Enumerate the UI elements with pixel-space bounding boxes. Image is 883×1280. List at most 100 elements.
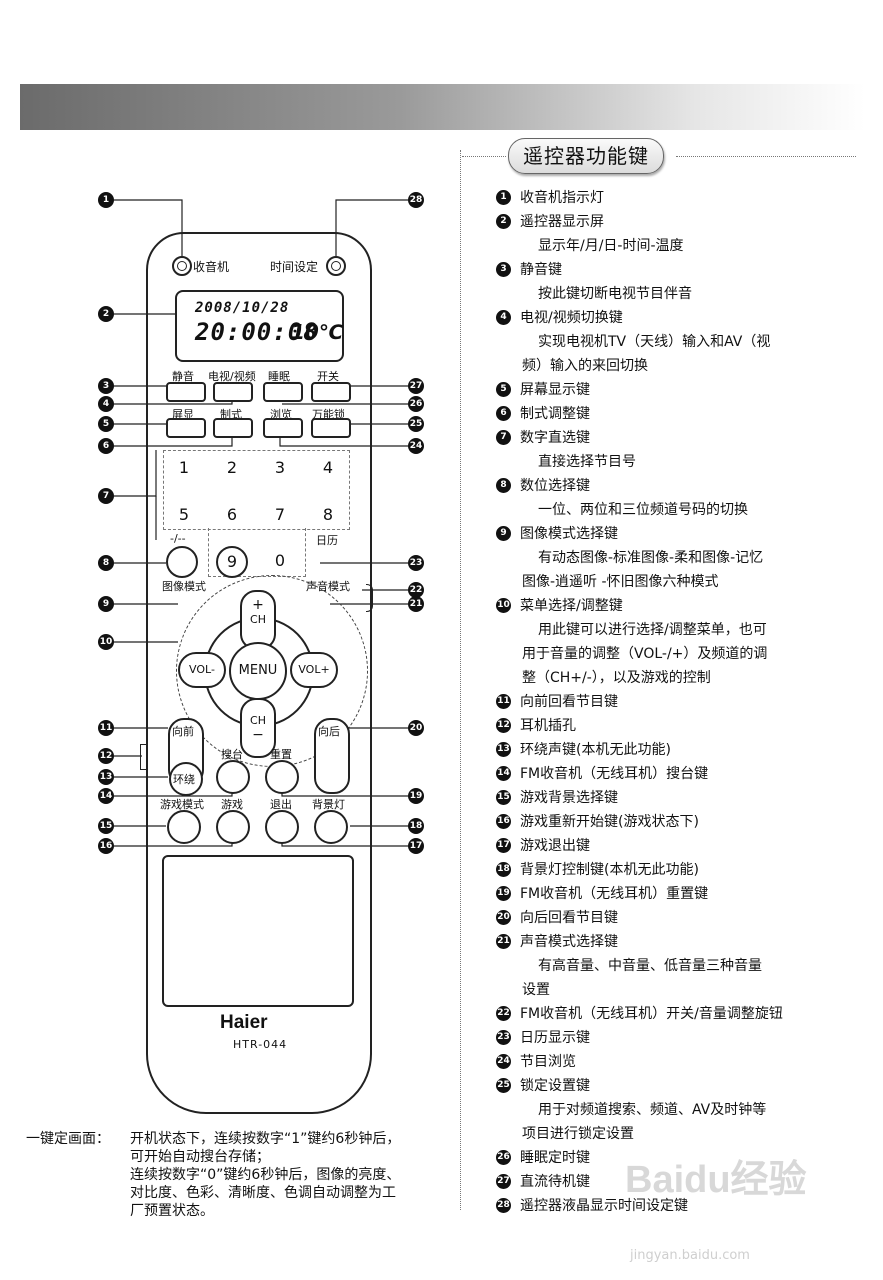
item-description: 图像-逍遥听 -怀旧图像六种模式	[522, 574, 719, 590]
power-label: 开关	[317, 370, 339, 383]
callout-8: 8	[98, 555, 114, 571]
mute-label: 静音	[172, 370, 194, 383]
callout-22: 22	[408, 582, 424, 598]
digit-1-button[interactable]: 1	[178, 458, 190, 477]
backlight-button[interactable]	[314, 810, 348, 844]
one-key-picture-note: 一键定画面： 开机状态下，连续按数字“1”键约6秒钟后， 可开始自动搜台存储； …	[26, 1130, 400, 1220]
item-description: 项目进行锁定设置	[522, 1126, 634, 1142]
watermark-logo: Baidu经验	[625, 1159, 807, 1201]
item-number-badge: 2	[496, 214, 511, 229]
digit-4-button[interactable]: 4	[322, 458, 334, 477]
search-button[interactable]	[216, 760, 250, 794]
system-button[interactable]	[213, 418, 253, 438]
digit-6-button[interactable]: 6	[226, 505, 238, 524]
item-number-badge: 1	[496, 190, 511, 205]
exit-button[interactable]	[265, 810, 299, 844]
callout-27: 27	[408, 378, 424, 394]
note-line-4: 对比度、色彩、清晰度、色调自动调整为工	[130, 1185, 396, 1201]
item-label: 游戏重新开始键(游戏状态下)	[520, 814, 699, 830]
note-line-2: 可开始自动搜台存储；	[130, 1149, 270, 1165]
item-number-badge: 24	[496, 1054, 511, 1069]
sleep-button[interactable]	[263, 382, 303, 402]
item-description: 用于对频道搜索、频道、AV及时钟等	[538, 1102, 767, 1118]
digit-3-button[interactable]: 3	[274, 458, 286, 477]
time-set-label: 时间设定	[270, 260, 319, 274]
item-description: 一位、两位和三位频道号码的切换	[538, 502, 748, 518]
backward-label: 向后	[318, 725, 340, 738]
callout-18: 18	[408, 818, 424, 834]
volume-knob[interactable]	[366, 584, 373, 612]
lcd-date: 2008/10/28	[195, 300, 290, 316]
callout-3: 3	[98, 378, 114, 394]
tv-av-button[interactable]	[213, 382, 253, 402]
digit-2-button[interactable]: 2	[226, 458, 238, 477]
digit-8-button[interactable]: 8	[322, 505, 334, 524]
item-label: 直流待机键	[520, 1174, 590, 1190]
time-set-button[interactable]	[326, 256, 346, 276]
game-mode-button[interactable]	[167, 810, 201, 844]
callout-5: 5	[98, 416, 114, 432]
reset-button[interactable]	[265, 760, 299, 794]
mute-button[interactable]	[166, 382, 206, 402]
browse-button[interactable]	[263, 418, 303, 438]
note-label: 一键定画面：	[26, 1131, 110, 1147]
power-button[interactable]	[311, 382, 351, 402]
backlight-label: 背景灯	[312, 798, 345, 811]
digit-5-button[interactable]: 5	[178, 505, 190, 524]
callout-24: 24	[408, 438, 424, 454]
callout-15: 15	[98, 818, 114, 834]
menu-button[interactable]: MENU	[229, 642, 287, 700]
item-label: 背景灯控制键(本机无此功能)	[520, 862, 699, 878]
item-label: 菜单选择/调整键	[520, 598, 623, 614]
digit-0-button[interactable]: 0	[274, 551, 286, 570]
vol-plus-button[interactable]: VOL+	[290, 652, 338, 688]
digit-7-button[interactable]: 7	[274, 505, 286, 524]
ch-plus-text: +CH	[250, 597, 266, 626]
callout-10: 10	[98, 634, 114, 650]
game-button[interactable]	[216, 810, 250, 844]
item-number-badge: 9	[496, 526, 511, 541]
callout-19: 19	[408, 788, 424, 804]
vol-minus-button[interactable]: VOL-	[178, 652, 226, 688]
watermark-url: jingyan.baidu.com	[630, 1248, 750, 1263]
lock-button[interactable]	[311, 418, 351, 438]
note-line-5: 厂预置状态。	[130, 1203, 214, 1219]
title-rule-right	[676, 156, 856, 157]
ch-plus-button[interactable]: +CH	[240, 590, 276, 650]
callout-16: 16	[98, 838, 114, 854]
callout-6: 6	[98, 438, 114, 454]
item-number-badge: 6	[496, 406, 511, 421]
backward-button[interactable]	[314, 718, 350, 794]
brand-logo: Haier	[220, 1012, 268, 1033]
surround-button[interactable]	[169, 762, 203, 796]
item-label: FM收音机（无线耳机）重置键	[520, 886, 709, 902]
lcd-temperature: 10℃	[291, 320, 344, 344]
note-line-1: 开机状态下，连续按数字“1”键约6秒钟后，	[130, 1131, 401, 1147]
item-number-badge: 19	[496, 886, 511, 901]
digit-9-button[interactable]: 9	[216, 546, 248, 578]
callout-14: 14	[98, 788, 114, 804]
osd-button[interactable]	[166, 418, 206, 438]
item-description: 实现电视机TV（天线）输入和AV（视	[538, 334, 771, 350]
digit-select-button[interactable]	[166, 546, 198, 578]
item-description: 整（CH+/-），以及游戏的控制	[522, 670, 711, 686]
section-title: 遥控器功能键	[508, 138, 664, 174]
item-label: 日历显示键	[520, 1030, 590, 1046]
callout-28: 28	[408, 192, 424, 208]
item-label: 睡眠定时键	[520, 1150, 590, 1166]
item-number-badge: 26	[496, 1150, 511, 1165]
item-number-badge: 8	[496, 478, 511, 493]
function-item: 26 睡眠定时键	[496, 1146, 876, 1170]
